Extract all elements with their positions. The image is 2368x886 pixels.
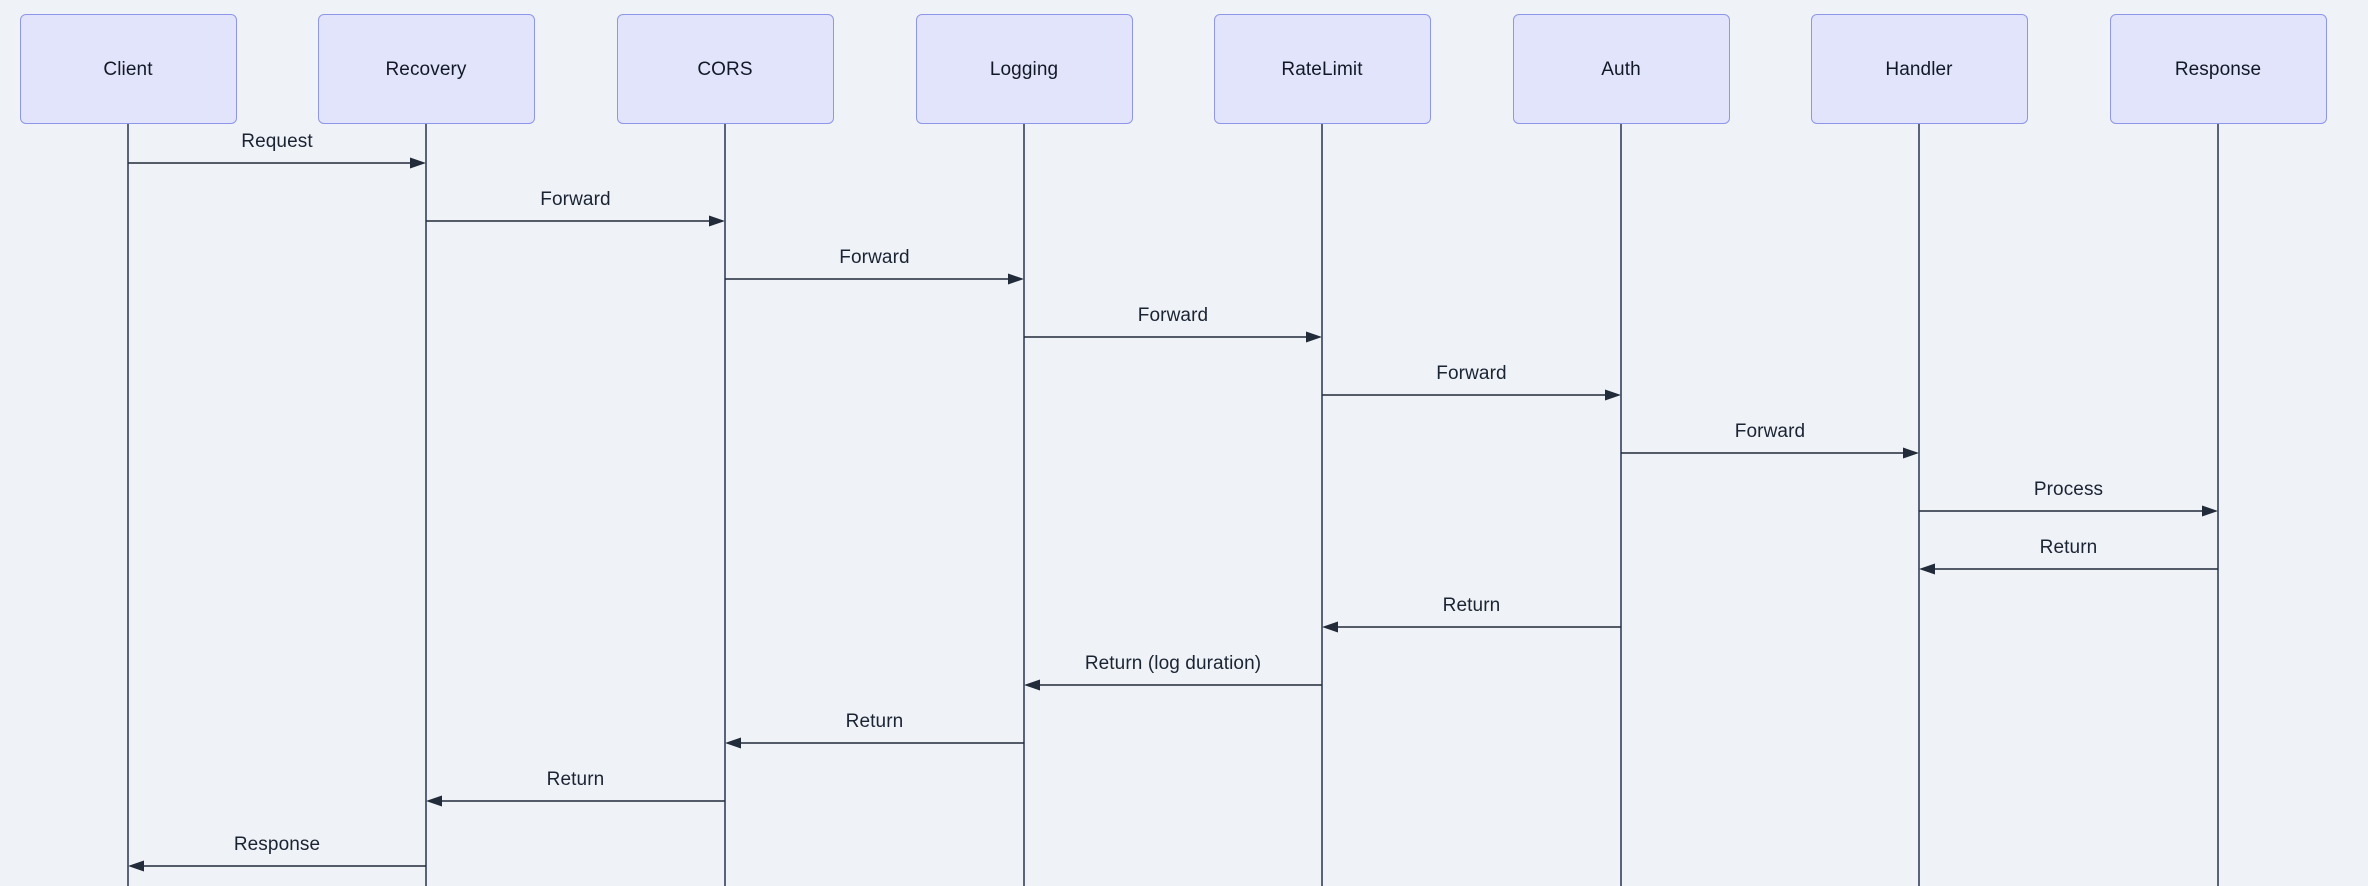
- message-label-8: Return: [1442, 595, 1501, 616]
- message-arrow-0-client-to-recovery[interactable]: [128, 157, 426, 169]
- arrow-head: [1903, 447, 1919, 459]
- participant-label-logging: Logging: [989, 58, 1059, 80]
- participant-box-response[interactable]: Response: [2109, 14, 2327, 124]
- arrow-head: [1306, 331, 1322, 343]
- arrow-head: [426, 795, 442, 807]
- arrow-head: [1605, 389, 1621, 401]
- lifelines-group: [127, 124, 2219, 886]
- message-arrow-11-cors-to-recovery[interactable]: [426, 795, 725, 807]
- message-label-7: Return: [2039, 537, 2098, 558]
- arrow-head: [1919, 563, 1935, 575]
- message-arrow-9-ratelimit-to-logging[interactable]: [1024, 679, 1322, 691]
- participant-box-ratelimit[interactable]: RateLimit: [1213, 14, 1431, 124]
- message-label-10: Return: [845, 711, 904, 732]
- participant-label-auth: Auth: [1601, 58, 1641, 80]
- message-label-5: Forward: [1734, 421, 1806, 442]
- message-label-4: Forward: [1436, 363, 1507, 384]
- participant-box-cors[interactable]: CORS: [616, 14, 834, 124]
- arrow-head: [1008, 273, 1024, 285]
- message-arrow-4-ratelimit-to-auth[interactable]: [1322, 389, 1621, 401]
- message-arrow-12-recovery-to-client[interactable]: [128, 860, 426, 872]
- participant-label-response: Response: [2174, 58, 2262, 80]
- arrow-head: [2202, 505, 2218, 517]
- message-label-1: Forward: [540, 189, 611, 210]
- message-arrow-1-recovery-to-cors[interactable]: [426, 215, 725, 227]
- participant-box-recovery[interactable]: Recovery: [317, 14, 535, 124]
- message-arrow-5-auth-to-handler[interactable]: [1621, 447, 1919, 459]
- message-arrow-7-response-to-handler[interactable]: [1919, 563, 2218, 575]
- message-arrow-3-logging-to-ratelimit[interactable]: [1024, 331, 1322, 343]
- message-label-2: Forward: [839, 247, 910, 268]
- message-arrows-group: [128, 157, 2218, 872]
- message-label-0: Request: [241, 131, 313, 152]
- message-label-12: Response: [233, 834, 321, 855]
- message-label-6: Process: [2033, 479, 2104, 500]
- participant-label-cors: CORS: [697, 58, 753, 80]
- participant-box-handler[interactable]: Handler: [1810, 14, 2028, 124]
- participant-label-ratelimit: RateLimit: [1281, 58, 1363, 80]
- message-arrow-10-logging-to-cors[interactable]: [725, 737, 1024, 749]
- participant-label-recovery: Recovery: [385, 58, 467, 80]
- arrow-head: [410, 157, 426, 169]
- participant-label-handler: Handler: [1885, 58, 1953, 80]
- arrow-head: [725, 737, 741, 749]
- message-label-11: Return: [546, 769, 605, 790]
- message-arrow-8-auth-to-ratelimit[interactable]: [1322, 621, 1621, 633]
- message-label-3: Forward: [1137, 305, 1209, 326]
- participant-box-client[interactable]: Client: [19, 14, 237, 124]
- participant-label-client: Client: [103, 58, 153, 80]
- message-label-9: Return (log duration): [1084, 653, 1262, 674]
- message-arrow-2-cors-to-logging[interactable]: [725, 273, 1024, 285]
- participant-box-auth[interactable]: Auth: [1512, 14, 1730, 124]
- arrow-head: [128, 860, 144, 872]
- participant-box-logging[interactable]: Logging: [915, 14, 1133, 124]
- message-arrow-6-handler-to-response[interactable]: [1919, 505, 2218, 517]
- arrow-head: [1322, 621, 1338, 633]
- arrow-head: [1024, 679, 1040, 691]
- arrow-head: [709, 215, 725, 227]
